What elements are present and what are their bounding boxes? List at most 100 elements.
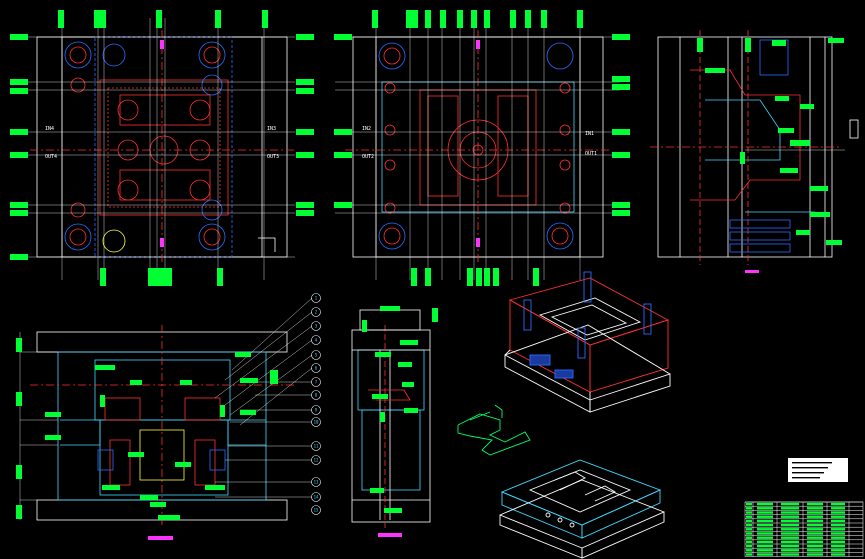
bom-cell-tag	[831, 528, 845, 531]
bom-cell-tag	[831, 549, 845, 552]
label-in3: IN3	[267, 126, 276, 132]
label-in4: IN4	[45, 126, 54, 132]
balloon-10	[311, 417, 321, 427]
top-mid-plan-view	[335, 18, 620, 280]
bom-cell-tag	[757, 536, 773, 539]
bom-cell-tag	[757, 502, 773, 506]
bottom-left-dimension-tags	[16, 338, 278, 520]
bom-cell-tag	[831, 544, 845, 548]
balloon-label-3: 3	[315, 324, 318, 329]
balloon-label-4: 4	[315, 338, 318, 343]
title-block	[788, 458, 848, 482]
bottom-mid-narrow-section	[351, 309, 431, 528]
bom-cell-tag	[757, 540, 773, 544]
label-in1: IN1	[585, 131, 594, 137]
bom-cell-tag	[746, 536, 752, 539]
bom-cell-tag	[781, 511, 799, 514]
balloon-label-8: 8	[315, 393, 318, 398]
bom-table	[744, 501, 864, 557]
bom-cell-tag	[807, 532, 823, 535]
balloon-label-12: 12	[314, 458, 319, 463]
bom-cell-tag	[807, 515, 823, 518]
bom-cell-tag	[757, 544, 773, 548]
title-block-line	[792, 467, 828, 469]
balloon-label-1: 1	[315, 296, 318, 301]
balloon-11	[311, 441, 321, 451]
bom-cell-tag	[807, 549, 823, 552]
bom-cell-tag	[781, 519, 799, 523]
bom-cell-tag	[757, 549, 773, 552]
balloon-label-13: 13	[314, 480, 319, 485]
bom-cell-tag	[831, 507, 845, 510]
bom-cell-tag	[781, 536, 799, 539]
bom-cell-tag	[757, 519, 773, 523]
bom-cell-tag	[831, 511, 845, 514]
bom-cell-tag	[746, 528, 752, 531]
balloon-14	[311, 492, 321, 502]
balloon-label-10: 10	[314, 420, 319, 425]
bom-cell-tag	[781, 528, 799, 531]
bottom-left-section-view	[19, 297, 313, 528]
title-block-line	[792, 472, 824, 474]
top-mid-sprue-markers	[476, 40, 480, 247]
bom-cell-tag	[757, 553, 773, 556]
bom-cell-tag	[807, 511, 823, 514]
label-out3: OUT3	[267, 154, 279, 160]
balloon-label-14: 14	[314, 495, 319, 500]
bom-cell-tag	[807, 536, 823, 539]
section-marker-bottom-left	[148, 536, 173, 540]
bom-cell-tag	[757, 507, 773, 510]
bom-cell-tag	[746, 507, 752, 510]
balloon-5	[311, 350, 321, 360]
balloon-1	[311, 293, 321, 303]
balloon-label-7: 7	[315, 380, 318, 385]
bom-cell-tag	[831, 540, 845, 544]
balloon-label-6: 6	[315, 366, 318, 371]
bom-cell-tag	[757, 511, 773, 514]
bom-cell-tag	[757, 523, 773, 527]
bom-cell-tag	[757, 515, 773, 518]
balloon-6	[311, 363, 321, 373]
bom-cell-tag	[807, 544, 823, 548]
bom-cell-tag	[746, 553, 752, 556]
label-out1: OUT1	[585, 151, 597, 157]
section-marker-bottom-mid	[378, 533, 402, 537]
bom-cell-tag	[781, 532, 799, 535]
bom-cell-tag	[746, 511, 752, 514]
bom-cell-tag	[746, 544, 752, 548]
bom-cell-tag	[807, 507, 823, 510]
balloon-9	[311, 405, 321, 415]
label-in2: IN2	[362, 126, 371, 132]
bom-cell-tag	[807, 523, 823, 527]
isometric-molded-part	[457, 404, 531, 456]
balloon-12	[311, 455, 321, 465]
bom-cell-tag	[807, 528, 823, 531]
bom-cell-tag	[746, 502, 752, 506]
bom-cell-tag	[781, 553, 799, 556]
bom-cell-tag	[781, 540, 799, 544]
bom-cell-tag	[746, 519, 752, 523]
top-right-dimension-tags	[697, 38, 844, 245]
bom-cell-tag	[781, 544, 799, 548]
bom-cell-tag	[807, 519, 823, 523]
bom-cell-tag	[746, 523, 752, 527]
bom-cell-tag	[781, 523, 799, 527]
bom-cell-tag	[831, 515, 845, 518]
bom-cell-tag	[757, 532, 773, 535]
label-out4: OUT4	[45, 154, 57, 160]
bom-cell-tag	[807, 540, 823, 544]
bottom-mid-dimension-tags	[362, 306, 438, 513]
top-left-sprue-markers	[160, 40, 164, 247]
balloon-label-11: 11	[314, 444, 319, 449]
bom-cell-tag	[746, 540, 752, 544]
bom-cell-tag	[831, 523, 845, 527]
balloon-label-2: 2	[315, 310, 318, 315]
balloon-label-9: 9	[315, 408, 318, 413]
bom-cell-tag	[831, 536, 845, 539]
balloon-8	[311, 390, 321, 400]
label-out2: OUT2	[362, 154, 374, 160]
bom-cell-tag	[781, 549, 799, 552]
bom-cell-tag	[757, 528, 773, 531]
balloon-3	[311, 321, 321, 331]
